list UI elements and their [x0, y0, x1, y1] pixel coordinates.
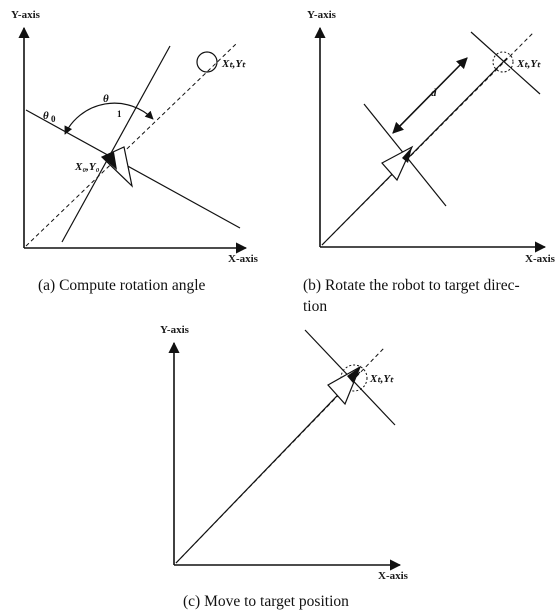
panel-b-x-axis-label: X-axis: [525, 253, 556, 265]
panel-a-x-axis-label: X-axis: [228, 253, 259, 265]
panel-a-heading-line: [25, 109, 241, 229]
panel-a-caption: (a) Compute rotation angle: [38, 277, 206, 294]
panel-b-caption-line-1: (b) Rotate the robot to target direc-: [303, 277, 520, 294]
panel-a: Y-axis X-axis θ 1 θ 0 X₀,Y₀ Xₜ,Yₜ (a) Co…: [11, 9, 259, 294]
panel-c-y-axis-label: Y-axis: [160, 324, 190, 336]
panel-a-robot-position-label: X₀,Y₀: [74, 161, 100, 173]
panel-b-y-axis-label: Y-axis: [307, 9, 337, 21]
panel-b-target-label: Xₜ,Yₜ: [516, 58, 541, 70]
panel-a-robot-body: [100, 146, 133, 188]
panel-b: Y-axis X-axis d Xₜ,Yₜ (b) Rotate the rob…: [303, 9, 556, 315]
panel-a-y-axis-label: Y-axis: [11, 9, 41, 21]
panel-a-target-line: [25, 43, 237, 247]
panel-a-target-circle: [196, 51, 218, 73]
panel-a-theta-label: θ: [103, 93, 109, 105]
panel-b-target-perpendicular: [470, 31, 541, 95]
panel-c-caption: (c) Move to target position: [183, 593, 349, 610]
panel-b-caption-line-2: tion: [303, 298, 327, 315]
panel-b-heading-line: [321, 57, 508, 246]
panel-c-path-line: [175, 371, 361, 564]
panel-a-theta0-subscript: 0: [51, 114, 56, 124]
panel-b-robot-front: [402, 147, 412, 163]
panel-c-x-axis-label: X-axis: [378, 570, 409, 582]
panel-a-perpendicular-line: [61, 45, 171, 243]
panel-a-target-label: Xₜ,Yₜ: [221, 58, 246, 70]
panel-a-theta0-label: θ: [43, 110, 49, 122]
panel-c-robot-front: [347, 367, 360, 383]
panel-b-robot-body: [381, 145, 414, 182]
panel-b-target-circle: [492, 51, 514, 73]
panel-a-theta-subscript: 1: [117, 109, 122, 119]
panel-c: Y-axis X-axis Xₜ,Yₜ (c) Move to target p…: [160, 324, 409, 610]
panel-a-robot-front: [102, 152, 117, 170]
panel-b-distance-label: d: [431, 87, 437, 99]
panel-a-theta-arc: [64, 102, 154, 135]
panel-c-target-label: Xₜ,Yₜ: [369, 373, 394, 385]
panel-b-distance-arrow: [392, 57, 468, 134]
